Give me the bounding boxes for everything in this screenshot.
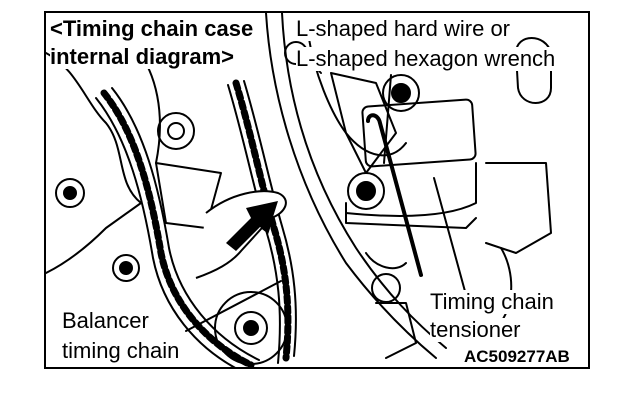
- housing-outline: [46, 52, 142, 274]
- wire-label-line2: L-shaped hexagon wrench: [296, 46, 556, 71]
- tensioner-upper-bolt: [382, 74, 420, 112]
- wire-label-line1: L-shaped hard wire or: [296, 16, 511, 41]
- balancer-leader: [185, 280, 282, 332]
- balancer-label-line1: Balancer: [62, 308, 149, 333]
- figure-code: AC509277AB: [464, 347, 570, 367]
- tensioner-label-line2: tensioner: [430, 317, 521, 342]
- balancer-chain-left: [100, 89, 255, 367]
- tensioner-lower-bolt: [347, 172, 385, 210]
- case-casting-right: [515, 37, 552, 104]
- tensioner-leader: [433, 177, 467, 296]
- balancer-label-line2: timing chain: [62, 338, 180, 363]
- diagram-frame: <Timing chain case internal diagram> L-s…: [44, 11, 590, 369]
- balancer-chain-right: [232, 79, 292, 362]
- diagram-heading-line1: <Timing chain case: [50, 16, 254, 41]
- lower-left-bolt-boss: [112, 254, 140, 282]
- l-shaped-wire: [366, 113, 423, 277]
- left-bolt-boss: [55, 178, 85, 208]
- timing-chain-guide: [265, 13, 437, 359]
- wire-leader-2: [383, 74, 392, 164]
- tensioner-label-line1: Timing chain: [430, 289, 554, 314]
- engine-illustration: [46, 13, 552, 367]
- diagram-heading-line2: internal diagram>: [50, 44, 235, 69]
- upper-sprocket-boss: [157, 112, 195, 150]
